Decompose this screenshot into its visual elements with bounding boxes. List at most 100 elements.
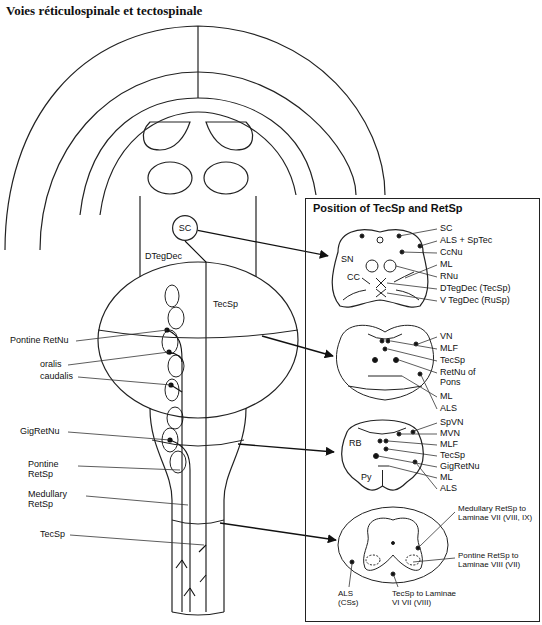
structure-label: DTegDec bbox=[145, 252, 182, 262]
structure-label: Medullary RetSp to Laminae VII (VIII, IX… bbox=[458, 505, 538, 523]
thalamus bbox=[148, 162, 192, 194]
red-nucleus bbox=[384, 260, 396, 272]
pons-section-outline bbox=[336, 325, 433, 400]
leader-line bbox=[76, 330, 167, 341]
leader-line bbox=[78, 466, 180, 470]
brain-drawing bbox=[5, 26, 385, 615]
lateral-ventricle bbox=[143, 122, 190, 150]
structure-label: SC bbox=[440, 224, 453, 234]
spinal-cord-end bbox=[172, 612, 224, 615]
structure-label: TecSp bbox=[212, 300, 239, 310]
panel-heading: Position of TecSp and RetSp bbox=[313, 202, 463, 215]
pons-section bbox=[336, 325, 433, 400]
structure-label: SpVN bbox=[440, 418, 464, 428]
lamina-zone bbox=[406, 555, 420, 565]
level-arrow bbox=[238, 444, 334, 452]
tract-branch bbox=[176, 560, 187, 568]
leader-line bbox=[68, 432, 170, 440]
structure-label: caudalis bbox=[40, 372, 73, 382]
reticular-nucleus bbox=[165, 379, 179, 401]
leader-line bbox=[399, 360, 437, 373]
structure-label: RNu bbox=[440, 272, 458, 282]
leader-line bbox=[387, 283, 437, 289]
lateral-ventricle bbox=[206, 122, 253, 150]
leader-line bbox=[389, 466, 437, 478]
structure-label: CcNu bbox=[440, 248, 463, 258]
leader-line bbox=[418, 337, 437, 344]
tract-branch bbox=[199, 545, 206, 582]
structure-label: CC bbox=[347, 272, 360, 282]
structure-label: RetNu of Pons bbox=[440, 368, 486, 388]
pontine-retsp-tract bbox=[167, 330, 182, 612]
structure-label: Py bbox=[361, 472, 372, 482]
retnu-dot bbox=[394, 358, 399, 363]
medial-lemniscus bbox=[368, 376, 402, 377]
central-canal bbox=[392, 542, 395, 545]
medulla-section-outline bbox=[335, 412, 430, 494]
pyramid-divider bbox=[382, 470, 383, 486]
structure-label: RB bbox=[349, 438, 362, 448]
leader-line bbox=[378, 456, 437, 467]
structure-label: ML bbox=[440, 392, 453, 402]
section-outline bbox=[332, 230, 428, 307]
leader-line bbox=[416, 463, 437, 489]
connector-arrow bbox=[198, 230, 328, 255]
pontine-retsp-tract bbox=[171, 385, 182, 392]
structure-label: VN bbox=[440, 332, 453, 342]
medial-lemniscus bbox=[378, 466, 389, 467]
structure-label: ML bbox=[440, 473, 453, 483]
structure-label: MLF bbox=[440, 344, 458, 354]
structure-label: GigRetNu bbox=[20, 427, 60, 437]
leader-line bbox=[388, 449, 437, 456]
decussation bbox=[376, 278, 386, 288]
leader-line bbox=[78, 377, 171, 385]
structure-label: Medullary RetSp bbox=[28, 490, 84, 510]
leader-line bbox=[388, 349, 437, 361]
leader-line bbox=[413, 558, 455, 562]
leader-line bbox=[388, 441, 437, 445]
leader-line bbox=[349, 564, 352, 587]
ventricle-floor bbox=[368, 334, 402, 339]
pons-outline bbox=[98, 262, 298, 418]
tract-dot bbox=[391, 572, 395, 576]
structure-label: ALS bbox=[440, 484, 457, 494]
leader-line bbox=[402, 376, 437, 397]
mlf-dot bbox=[384, 439, 388, 443]
level-arrow bbox=[262, 336, 333, 356]
transverse-fibers bbox=[348, 386, 422, 390]
tecsp-dot bbox=[384, 447, 388, 451]
structure-label: TecSp to Laminae VI VII (VIII) bbox=[392, 590, 464, 608]
superior-colliculus-dot bbox=[360, 234, 364, 238]
structure-label: DTegDec (TecSp) bbox=[440, 284, 511, 294]
structure-label: SN bbox=[341, 254, 354, 264]
level-line bbox=[172, 520, 224, 524]
substantia-nigra bbox=[343, 290, 366, 300]
structure-label: ALS (CSs) bbox=[338, 590, 374, 608]
mlf-dot bbox=[380, 339, 384, 343]
leader-line bbox=[419, 512, 455, 547]
lamina-zone bbox=[366, 555, 380, 565]
medulla-section: RB Py bbox=[335, 412, 430, 494]
level-lines bbox=[98, 330, 336, 540]
structure-label: MLF bbox=[440, 440, 458, 450]
midbrain-section: SN CC bbox=[328, 222, 433, 310]
pontine-retsp-tract bbox=[169, 352, 182, 362]
leader-line bbox=[391, 341, 437, 349]
spinal-section bbox=[338, 507, 448, 583]
medial-lemniscus bbox=[362, 278, 370, 284]
structure-label: TecSp bbox=[40, 530, 65, 540]
gigretnu-dot bbox=[374, 454, 379, 459]
tract-branch bbox=[184, 588, 195, 596]
page-title: Voies réticulospinale et tectospinale bbox=[6, 3, 202, 19]
leader-lines bbox=[68, 229, 455, 587]
tecsp-dot bbox=[383, 347, 387, 351]
midbrain-section-detail bbox=[343, 234, 422, 300]
decussation bbox=[376, 289, 386, 297]
leader-line bbox=[396, 266, 437, 277]
structure-label: Pontine RetNu bbox=[10, 336, 69, 346]
medulla-section-detail bbox=[358, 428, 417, 486]
structure-label: MVN bbox=[440, 429, 460, 439]
corpus-callosum bbox=[80, 98, 316, 215]
